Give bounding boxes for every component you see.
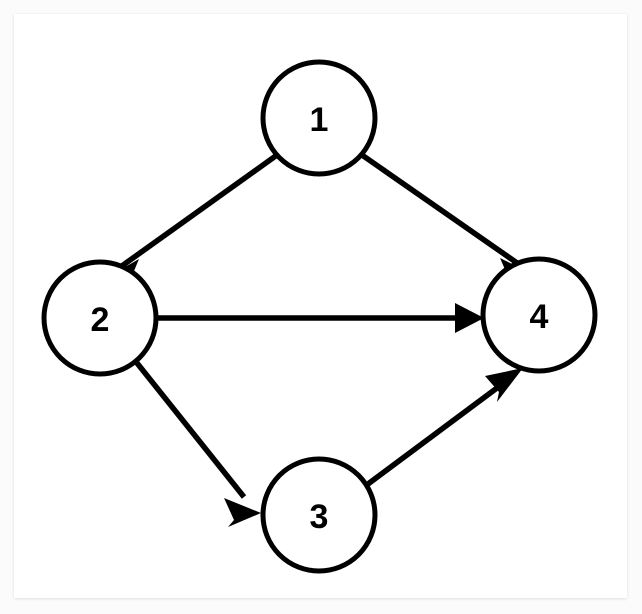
edge-3-to-4-line	[366, 379, 507, 487]
edge-1-to-4-line	[360, 152, 522, 268]
edge-2-to-4-arrowhead	[455, 303, 484, 333]
node-2-label: 2	[91, 301, 110, 339]
node-2-circle	[41, 259, 159, 377]
node-4-label: 4	[530, 298, 549, 336]
node-4[interactable]: 4	[480, 256, 598, 374]
node-1[interactable]: 1	[260, 59, 378, 177]
edge-3-to-4-arrowhead	[485, 368, 523, 402]
node-2[interactable]: 2	[41, 259, 159, 377]
node-3-circle	[260, 456, 378, 574]
edge-2-to-3-arrowhead	[224, 498, 261, 527]
edge-1-to-2-line	[117, 152, 279, 271]
node-3-label: 3	[310, 498, 329, 536]
node-group: 1 2 3 4	[41, 59, 598, 574]
node-1-circle	[260, 59, 378, 177]
edge-2-to-3[interactable]	[134, 361, 261, 527]
node-1-label: 1	[310, 101, 329, 139]
node-4-circle	[480, 256, 598, 374]
edge-group	[104, 152, 536, 527]
node-3[interactable]: 3	[260, 456, 378, 574]
edge-2-to-3-line	[134, 361, 247, 499]
edge-2-to-4[interactable]	[156, 303, 484, 333]
edge-3-to-4[interactable]	[366, 368, 523, 487]
